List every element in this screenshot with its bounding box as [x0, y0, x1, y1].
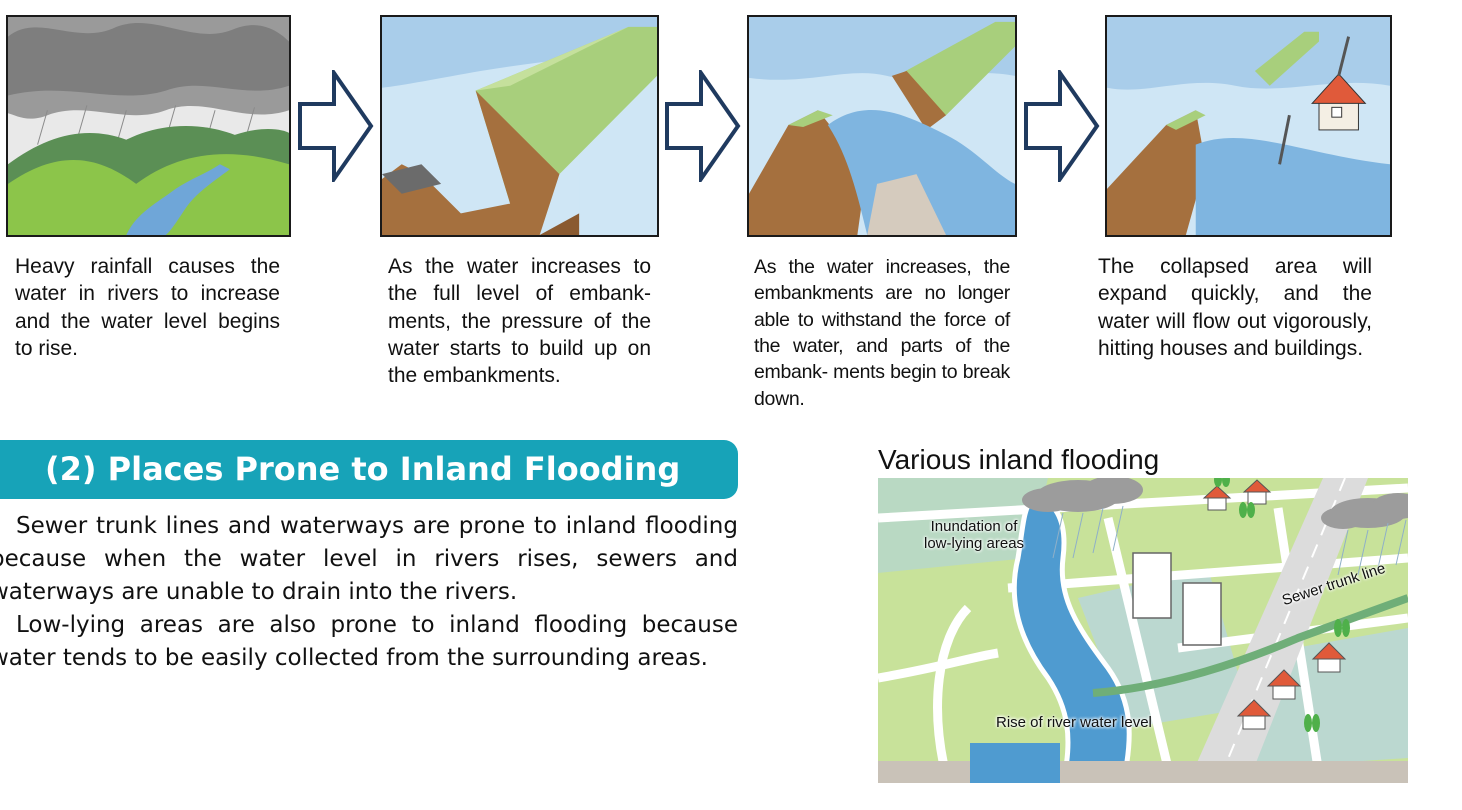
- label-lowlying: Inundation of low-lying areas: [924, 518, 1024, 553]
- flood-map-image: [878, 478, 1408, 783]
- step-4-caption: The collapsed area will expand quickly, …: [1098, 255, 1372, 360]
- step-1-illustration: [6, 15, 291, 237]
- rain-valley-image: [8, 17, 289, 235]
- flood-houses-image: [1107, 17, 1390, 235]
- cloud-icon: [1022, 478, 1408, 576]
- embankment-breaking-image: [749, 17, 1015, 235]
- step-2-illustration: [380, 15, 659, 237]
- paragraph-sewer: Sewer trunk lines and waterways are pron…: [0, 513, 738, 605]
- arrow-right-icon: [665, 70, 741, 182]
- inland-flooding-map: Inundation of low-lying areas Sewer trun…: [878, 478, 1408, 783]
- step-4-illustration: [1105, 15, 1392, 237]
- step-2-caption: As the water increases to the full level…: [388, 255, 651, 388]
- step-1-caption: Heavy rainfall causes the water in river…: [15, 255, 280, 360]
- building-icon: [1132, 552, 1222, 646]
- section-heading: (2) Places Prone to Inland Flooding: [0, 440, 738, 499]
- paragraph-lowlying: Low-lying areas are also prone to inland…: [0, 612, 738, 671]
- step-3-caption: As the water increases, the embankments …: [754, 256, 1010, 410]
- embankment-pressure-image: [382, 17, 657, 235]
- label-lowlying-line2: low-lying areas: [924, 535, 1025, 553]
- label-river-level: Rise of river water level: [996, 714, 1152, 731]
- step-3-illustration: [747, 15, 1017, 237]
- arrow-right-icon: [1024, 70, 1100, 182]
- figure-title: Various inland flooding: [878, 444, 1160, 475]
- label-lowlying-line1: Inundation of: [930, 518, 1018, 535]
- arrow-right-icon: [298, 70, 374, 182]
- section-body: Sewer trunk lines and waterways are pron…: [0, 510, 738, 675]
